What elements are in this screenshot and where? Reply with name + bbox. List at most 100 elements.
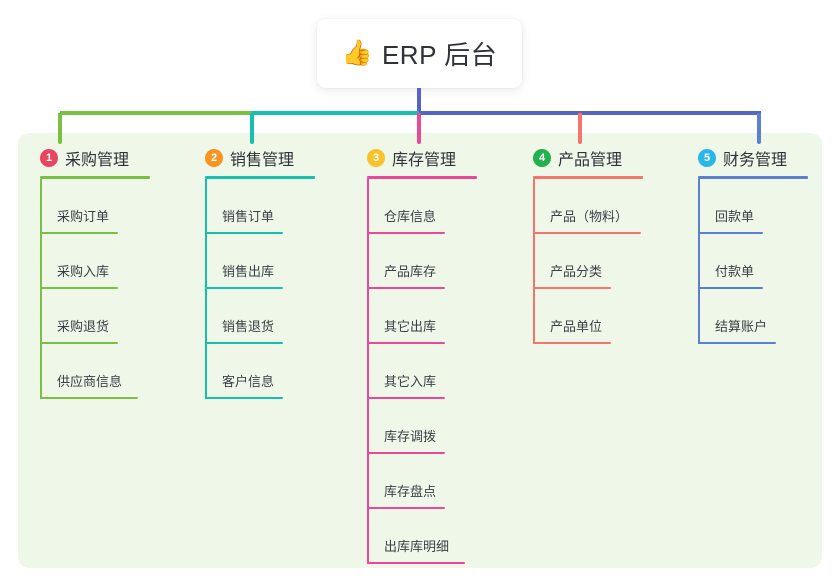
drop-connector-4	[578, 113, 582, 144]
column-header-rule	[698, 176, 808, 179]
list-item[interactable]: 产品（物料）	[533, 179, 683, 234]
column-rail	[40, 179, 42, 399]
list-item-rule	[698, 232, 763, 234]
column-number-badge: 2	[205, 149, 223, 167]
list-item-rule	[205, 287, 283, 289]
list-item[interactable]: 其它出库	[367, 289, 517, 344]
list-item-rule	[205, 342, 283, 344]
column-1: 1 采购管理采购订单采购入库采购退货供应商信息	[40, 147, 190, 399]
branches-board	[18, 133, 822, 568]
column-title: 库存管理	[392, 152, 457, 169]
root-title: ERP 后台	[381, 40, 498, 70]
list-item[interactable]: 仓库信息	[367, 179, 517, 234]
column-3: 3 库存管理仓库信息产品库存其它出库其它入库库存调拨库存盘点出库库明细	[367, 147, 517, 564]
list-item-rule	[205, 232, 283, 234]
list-item-rule	[367, 507, 445, 509]
list-item-label: 回款单	[715, 209, 755, 224]
list-item[interactable]: 产品库存	[367, 234, 517, 289]
column-header-rule	[205, 176, 315, 179]
list-item-rule	[698, 287, 763, 289]
column-5: 5 财务管理回款单付款单结算账户	[698, 147, 839, 344]
list-item-rule	[40, 232, 118, 234]
bus-segment-3	[419, 111, 761, 115]
column-title: 产品管理	[558, 152, 623, 169]
list-item[interactable]: 客户信息	[205, 344, 355, 399]
column-title: 采购管理	[65, 152, 130, 169]
column-rail	[205, 179, 207, 399]
list-item-label: 库存调拨	[384, 429, 437, 444]
list-item[interactable]: 回款单	[698, 179, 839, 234]
list-item-label: 出库库明细	[384, 539, 450, 554]
list-item[interactable]: 付款单	[698, 234, 839, 289]
bus-segment-1	[60, 111, 252, 115]
list-item-label: 产品分类	[550, 264, 603, 279]
column-header-rule	[40, 176, 150, 179]
column-items: 仓库信息产品库存其它出库其它入库库存调拨库存盘点出库库明细	[367, 179, 517, 564]
list-item-rule	[533, 342, 611, 344]
list-item[interactable]: 产品分类	[533, 234, 683, 289]
column-items: 销售订单销售出库销售退货客户信息	[205, 179, 355, 399]
list-item-rule	[40, 342, 118, 344]
list-item[interactable]: 供应商信息	[40, 344, 190, 399]
root-node[interactable]: 👍 ERP 后台	[317, 19, 522, 88]
list-item-label: 库存盘点	[384, 484, 437, 499]
column-title: 财务管理	[723, 152, 788, 169]
drop-connector-1	[58, 113, 62, 144]
column-rail	[698, 179, 700, 344]
list-item-rule	[40, 397, 138, 399]
list-item[interactable]: 其它入库	[367, 344, 517, 399]
list-item-rule	[367, 342, 445, 344]
list-item-label: 采购退货	[57, 319, 110, 334]
drop-connector-2	[250, 113, 254, 144]
column-rail	[367, 179, 369, 564]
column-number-badge: 5	[698, 149, 716, 167]
list-item[interactable]: 采购退货	[40, 289, 190, 344]
list-item-rule	[533, 287, 611, 289]
list-item[interactable]: 库存调拨	[367, 399, 517, 454]
thumbs-up-icon: 👍	[341, 39, 373, 67]
column-number-badge: 3	[367, 149, 385, 167]
list-item-rule	[367, 287, 445, 289]
list-item-label: 采购入库	[57, 264, 110, 279]
column-header-rule	[367, 176, 477, 179]
list-item-label: 仓库信息	[384, 209, 437, 224]
list-item-label: 销售出库	[222, 264, 275, 279]
list-item[interactable]: 库存盘点	[367, 454, 517, 509]
list-item[interactable]: 销售退货	[205, 289, 355, 344]
column-items: 回款单付款单结算账户	[698, 179, 839, 344]
list-item[interactable]: 产品单位	[533, 289, 683, 344]
list-item[interactable]: 结算账户	[698, 289, 839, 344]
list-item-label: 客户信息	[222, 374, 275, 389]
list-item[interactable]: 采购入库	[40, 234, 190, 289]
list-item[interactable]: 采购订单	[40, 179, 190, 234]
drop-connector-3	[417, 113, 421, 144]
list-item-rule	[367, 452, 445, 454]
list-item-rule	[367, 562, 465, 564]
list-item-label: 付款单	[715, 264, 755, 279]
column-header-1[interactable]: 1 采购管理	[40, 147, 190, 169]
list-item[interactable]: 销售订单	[205, 179, 355, 234]
column-items: 采购订单采购入库采购退货供应商信息	[40, 179, 190, 399]
list-item-label: 产品库存	[384, 264, 437, 279]
list-item-label: 采购订单	[57, 209, 110, 224]
column-items: 产品（物料） 产品分类产品单位	[533, 179, 683, 344]
column-number-badge: 1	[40, 149, 58, 167]
list-item-label: 其它出库	[384, 319, 437, 334]
column-header-3[interactable]: 3 库存管理	[367, 147, 517, 169]
column-header-5[interactable]: 5 财务管理	[698, 147, 839, 169]
column-rail	[533, 179, 535, 344]
bus-segment-2	[252, 111, 419, 115]
list-item-label: 产品（物料）	[550, 209, 629, 224]
list-item-label: 销售订单	[222, 209, 275, 224]
list-item[interactable]: 出库库明细	[367, 509, 517, 564]
list-item[interactable]: 销售出库	[205, 234, 355, 289]
trunk-connector	[417, 88, 421, 113]
list-item-rule	[367, 232, 445, 234]
list-item-rule	[533, 232, 641, 234]
list-item-label: 产品单位	[550, 319, 603, 334]
